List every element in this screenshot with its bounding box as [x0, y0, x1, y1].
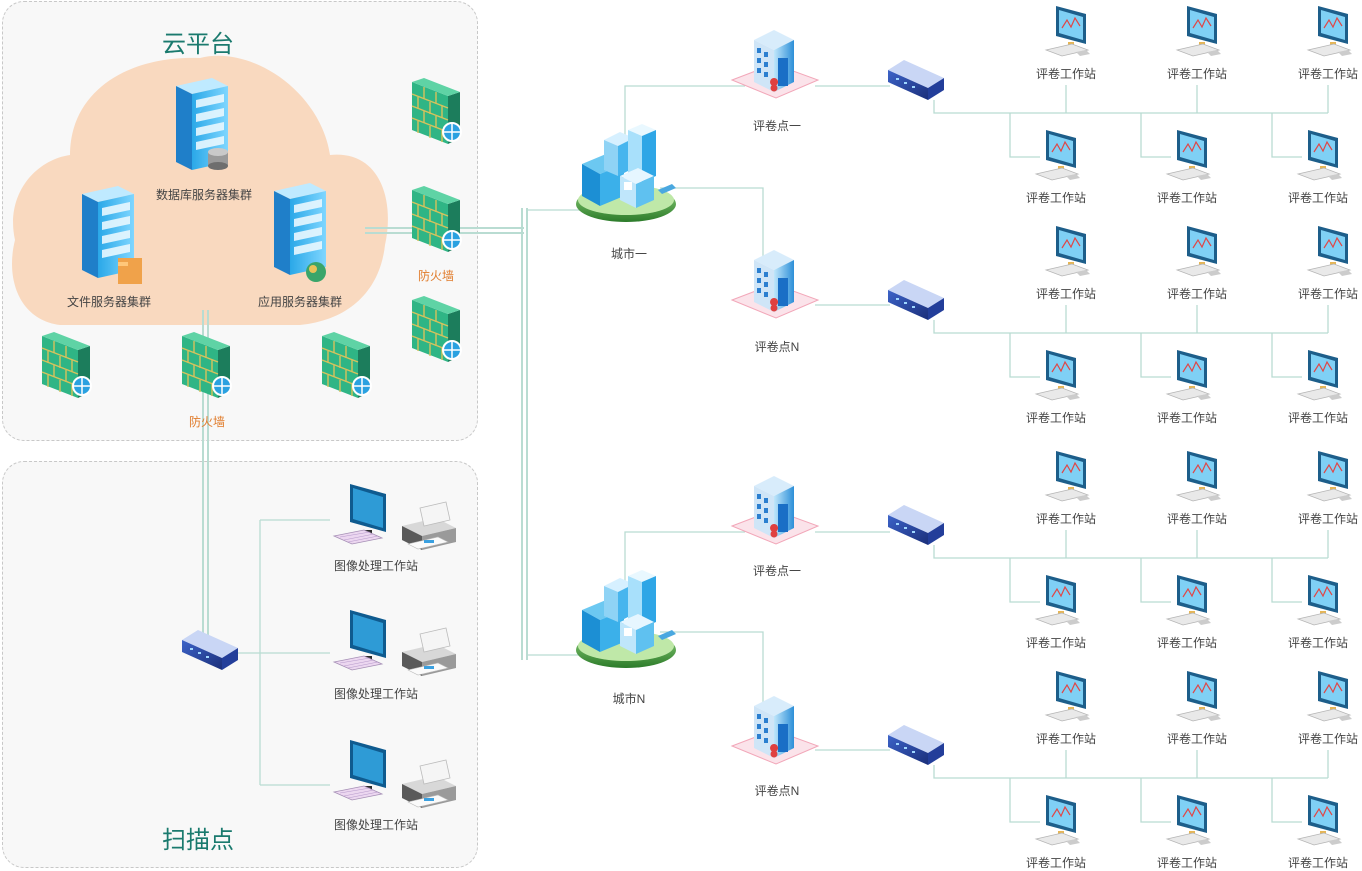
database-server-icon	[176, 78, 228, 170]
marking-workstation-icon	[1176, 5, 1222, 57]
firewall-icon	[411, 77, 462, 145]
marking-workstation-icon	[1035, 129, 1081, 181]
marking-workstation-icon	[1035, 349, 1081, 401]
marking-workstation-icon	[1307, 225, 1353, 277]
marking-workstation-label: 评卷工作站	[1035, 732, 1096, 746]
marking-workstation-label: 评卷工作站	[1156, 856, 1217, 870]
image-workstation-label: 图像处理工作站	[333, 559, 418, 573]
printer-icon	[401, 759, 457, 809]
image-workstation-label: 图像处理工作站	[333, 687, 418, 701]
marking-workstation-icon	[1297, 129, 1343, 181]
marking-workstation-label: 评卷工作站	[1166, 287, 1227, 301]
marking-site-label: 评卷点N	[754, 340, 800, 354]
marking-workstation-icon	[1035, 794, 1081, 846]
marking-workstation-label: 评卷工作站	[1287, 856, 1348, 870]
marking-workstation-label: 评卷工作站	[1166, 512, 1227, 526]
marking-workstation-label: 评卷工作站	[1297, 732, 1358, 746]
app-server-label: 应用服务器集群	[257, 295, 342, 309]
marking-workstation-icon	[1297, 349, 1343, 401]
marking-workstation-label: 评卷工作站	[1297, 512, 1358, 526]
marking-workstation-label: 评卷工作站	[1035, 67, 1096, 81]
marking-workstation-icon	[1045, 450, 1091, 502]
printer-icon	[401, 627, 457, 677]
city-label: 城市N	[612, 692, 646, 706]
switch-icon	[888, 505, 944, 545]
image-workstation-label: 图像处理工作站	[333, 818, 418, 832]
marking-workstation-label: 评卷工作站	[1297, 67, 1358, 81]
marking-workstation-label: 评卷工作站	[1287, 636, 1348, 650]
marking-workstation-label: 评卷工作站	[1025, 191, 1086, 205]
marking-workstation-label: 评卷工作站	[1287, 191, 1348, 205]
switch-icon	[182, 630, 238, 670]
marking-workstation-label: 评卷工作站	[1025, 636, 1086, 650]
marking-site-label: 评卷点一	[752, 119, 801, 133]
marking-workstation-label: 评卷工作站	[1287, 411, 1348, 425]
app-server-icon	[274, 183, 326, 282]
scan-point-title: 扫描点	[162, 827, 234, 854]
scan-point-panel	[2, 461, 478, 868]
marking-workstation-label: 评卷工作站	[1297, 287, 1358, 301]
marking-site-icon	[731, 695, 819, 765]
workstation-links	[933, 85, 1329, 823]
image-workstation-icon	[333, 609, 387, 671]
marking-workstation-icon	[1166, 574, 1212, 626]
city-label: 城市一	[610, 247, 647, 261]
image-workstation-icon	[333, 739, 387, 801]
firewall-icon	[411, 295, 462, 363]
marking-workstation-icon	[1176, 670, 1222, 722]
marking-workstation-label: 评卷工作站	[1166, 67, 1227, 81]
city-icon	[576, 124, 676, 222]
marking-workstation-icon	[1166, 129, 1212, 181]
cloud-platform-title: 云平台	[162, 31, 234, 58]
marking-workstation-label: 评卷工作站	[1035, 512, 1096, 526]
marking-workstation-icon	[1045, 225, 1091, 277]
printer-icon	[401, 501, 457, 551]
marking-site-icon	[731, 29, 819, 99]
marking-site-label: 评卷点N	[754, 784, 800, 798]
firewall-icon	[181, 331, 232, 399]
file-server-icon	[82, 186, 142, 284]
marking-site-label: 评卷点一	[752, 564, 801, 578]
database-server-label: 数据库服务器集群	[155, 188, 252, 202]
marking-workstation-label: 评卷工作站	[1025, 856, 1086, 870]
firewall-icon	[411, 185, 462, 253]
switch-icon	[888, 60, 944, 100]
firewall-label: 防火墙	[188, 415, 225, 429]
marking-workstation-icon	[1297, 794, 1343, 846]
marking-workstation-label: 评卷工作站	[1035, 287, 1096, 301]
marking-workstation-icon	[1176, 450, 1222, 502]
switch-icon	[888, 280, 944, 320]
marking-workstation-icon	[1166, 794, 1212, 846]
image-workstation-icon	[333, 483, 387, 545]
switch-icon	[888, 725, 944, 765]
marking-workstation-icon	[1307, 5, 1353, 57]
marking-site-icon	[731, 475, 819, 545]
marking-workstation-icon	[1035, 574, 1081, 626]
marking-workstation-icon	[1045, 670, 1091, 722]
marking-workstation-label: 评卷工作站	[1025, 411, 1086, 425]
marking-workstation-icon	[1307, 450, 1353, 502]
marking-workstation-label: 评卷工作站	[1166, 732, 1227, 746]
firewall-label: 防火墙	[417, 269, 454, 283]
marking-workstation-icon	[1166, 349, 1212, 401]
city-icon	[576, 570, 676, 668]
marking-workstation-icon	[1045, 5, 1091, 57]
firewall-icon	[321, 331, 372, 399]
marking-workstation-icon	[1176, 225, 1222, 277]
firewall-icon	[41, 331, 92, 399]
marking-workstation-label: 评卷工作站	[1156, 411, 1217, 425]
marking-workstation-label: 评卷工作站	[1156, 191, 1217, 205]
marking-site-icon	[731, 249, 819, 319]
marking-workstation-icon	[1297, 574, 1343, 626]
marking-workstation-icon	[1307, 670, 1353, 722]
marking-workstation-label: 评卷工作站	[1156, 636, 1217, 650]
file-server-label: 文件服务器集群	[66, 295, 151, 309]
